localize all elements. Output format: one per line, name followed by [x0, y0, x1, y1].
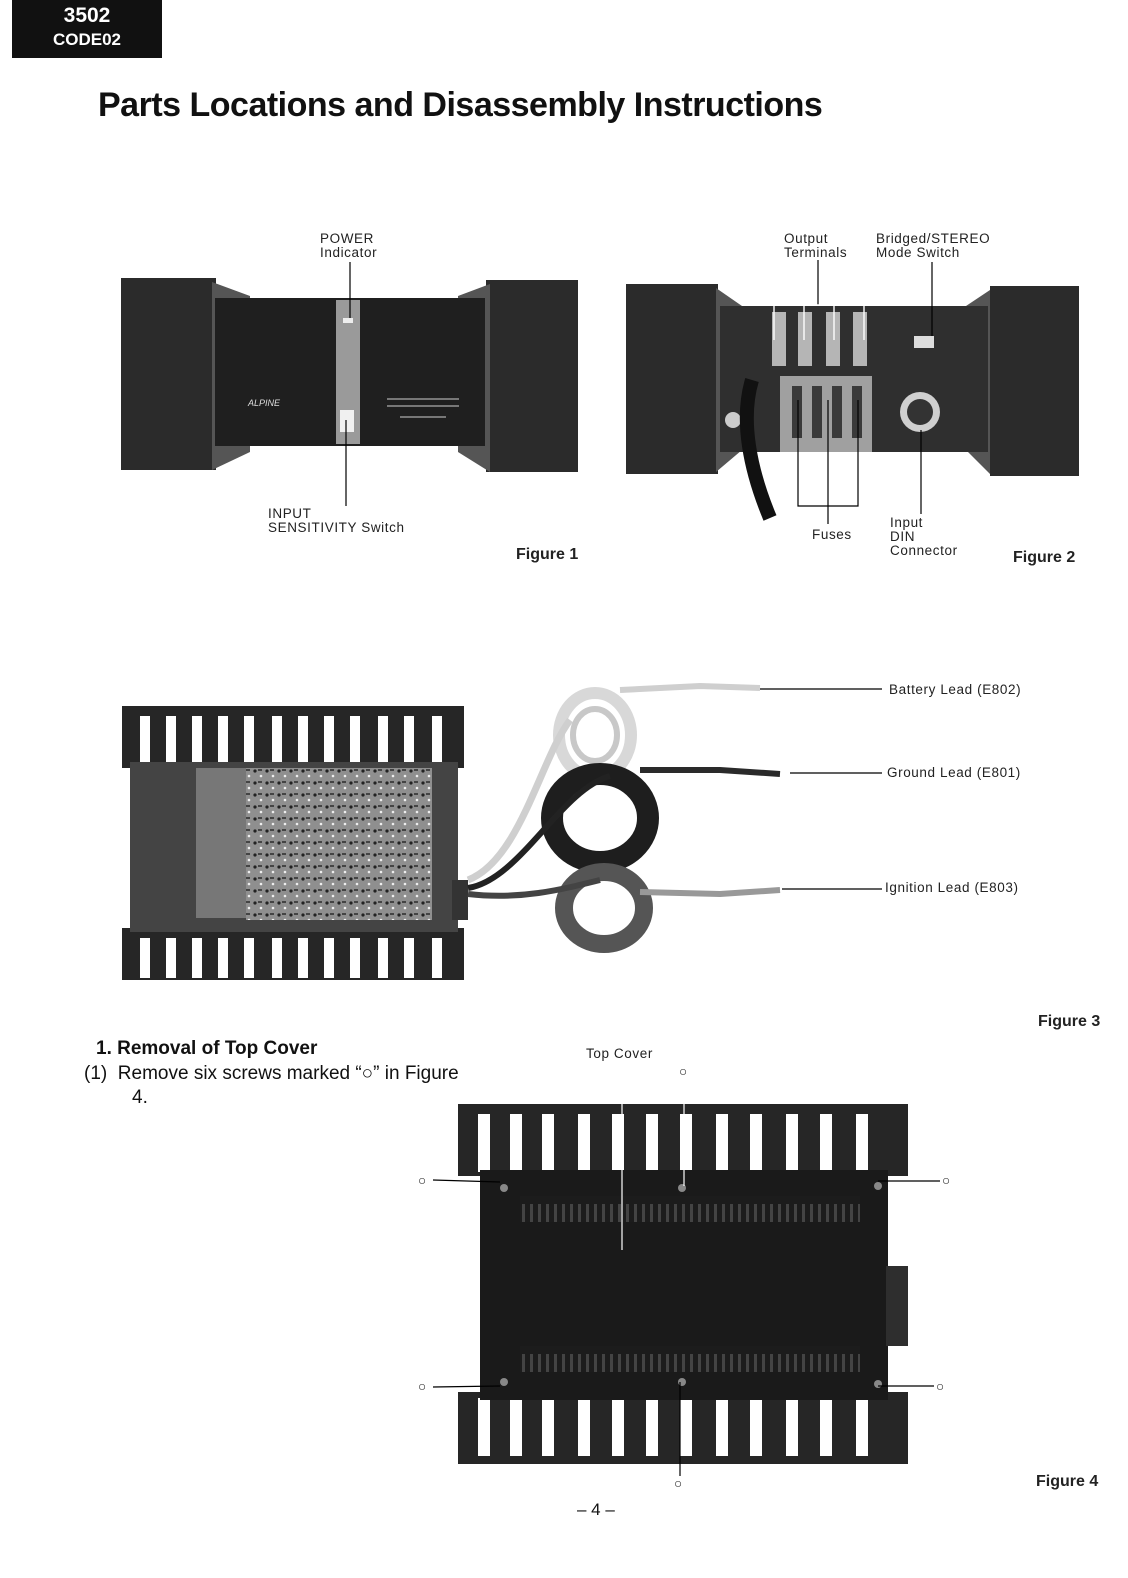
- screw-mark-bottom-right: ○: [936, 1379, 945, 1394]
- input-din-line1: Input: [890, 515, 924, 530]
- power-indicator-line1: POWER: [320, 231, 375, 246]
- ground-lead-label: Ground Lead (E801): [887, 765, 1021, 780]
- figure2-caption: Figure 2: [1013, 549, 1076, 566]
- screw-mark-top-center: ○: [679, 1064, 688, 1079]
- figure4-caption: Figure 4: [1036, 1473, 1099, 1490]
- page-title: Parts Locations and Disassembly Instruct…: [98, 86, 823, 124]
- battery-lead-label: Battery Lead (E802): [889, 682, 1022, 697]
- figure1-photo: ALPINE: [121, 278, 578, 472]
- power-indicator-line2: Indicator: [320, 245, 378, 260]
- screw-mark-bottom-center: ○: [674, 1476, 683, 1491]
- mode-switch-line1: Bridged/STEREO: [876, 231, 991, 246]
- mode-switch-line2: Mode Switch: [876, 245, 960, 260]
- page-number: – 4 –: [577, 1500, 615, 1519]
- top-cover-label: Top Cover: [586, 1046, 653, 1061]
- input-sensitivity-line1: INPUT: [268, 506, 312, 521]
- output-terminals-line1: Output: [784, 231, 829, 246]
- step-1-text: (1) Remove six screws marked “○” in Figu…: [84, 1062, 524, 1110]
- screw-mark-bottom-left: ○: [418, 1379, 427, 1394]
- step-number: (1): [84, 1063, 108, 1084]
- input-din-line2: DIN: [890, 529, 916, 544]
- svg-text:ALPINE: ALPINE: [247, 398, 281, 408]
- screw-mark-top-left: ○: [418, 1173, 427, 1188]
- step-instruction: Remove six screws marked “○” in Figure: [117, 1063, 459, 1084]
- input-din-label: Input DIN Connector: [890, 516, 958, 558]
- section-title-removal-top-cover: 1. Removal of Top Cover: [96, 1038, 318, 1059]
- model-code-tag: 3502 CODE02: [12, 0, 162, 58]
- ignition-lead-label: Ignition Lead (E803): [885, 880, 1019, 895]
- step-instruction-continued: 4.: [132, 1087, 148, 1108]
- fuses-label: Fuses: [812, 527, 852, 542]
- input-din-line3: Connector: [890, 543, 958, 558]
- figure4-photo: [458, 1104, 908, 1464]
- input-sensitivity-label: INPUT SENSITIVITY Switch: [268, 507, 405, 535]
- power-indicator-label: POWER Indicator: [320, 232, 377, 260]
- output-terminals-label: Output Terminals: [784, 232, 847, 260]
- mode-switch-label: Bridged/STEREO Mode Switch: [876, 232, 990, 260]
- figure1-caption: Figure 1: [516, 546, 579, 563]
- output-terminals-line2: Terminals: [784, 245, 848, 260]
- figure3-photo: [122, 682, 781, 980]
- figure2-photo: [626, 284, 1079, 521]
- figure3-caption: Figure 3: [1038, 1013, 1101, 1030]
- input-sensitivity-line2: SENSITIVITY Switch: [268, 520, 405, 535]
- screw-mark-top-right: ○: [942, 1173, 951, 1188]
- model-number: 3502: [63, 4, 111, 27]
- code-number: CODE02: [52, 30, 122, 49]
